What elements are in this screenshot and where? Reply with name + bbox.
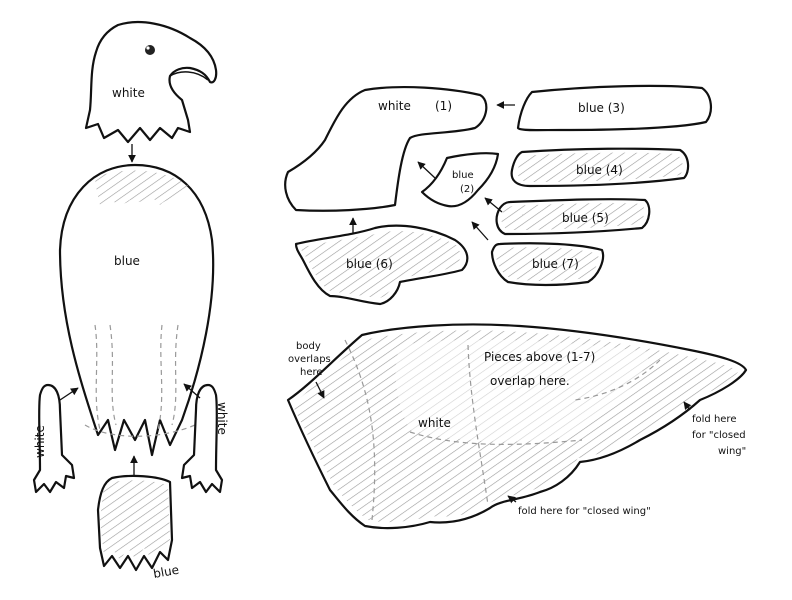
wing-piece-2: blue (2) [420,152,500,208]
wing-piece-5: blue (5) [495,198,651,236]
piece-2-to-1-arrow [417,161,436,179]
tail-piece: blue [96,474,180,581]
wing-piece-6: blue (6) [294,224,469,306]
fold-right-line-3: wing" [718,446,746,457]
eye-icon [145,45,155,55]
fold-right-arrow [683,401,692,411]
left-leg-arrow [59,387,79,401]
piece-6-label: blue (6) [346,257,393,271]
right-leg-label: white [215,402,229,435]
main-wing-piece: Pieces above (1-7) overlap here. white [286,323,748,530]
body-overlap-arrow [315,381,325,399]
fold-right-line-1: fold here [692,414,736,425]
piece-5-to-2-arrow [484,197,503,213]
body-label: blue [114,254,140,268]
right-leg-piece: white [180,383,229,494]
wing-label: white [418,416,451,430]
body-note-line-3: here [300,367,323,378]
wing-piece-1: white (1) [284,85,488,212]
piece-1-number: (1) [435,99,452,113]
fold-right-note: fold here for "closed wing" [683,401,746,457]
fold-bottom-note: fold here for "closed wing" [507,495,651,517]
wing-piece-4: blue (4) [510,147,690,188]
piece-3-label: blue (3) [578,101,625,115]
wing-note-line-2: overlap here. [490,374,570,388]
piece-4-label: blue (4) [576,163,623,177]
body-note-line-1: body [296,341,321,352]
head-label: white [112,86,145,100]
wing-piece-3: blue (3) [516,84,712,132]
body-overlap-note: body overlaps here [288,341,331,399]
fold-bottom-line: fold here for "closed wing" [518,506,651,517]
piece-7-to-2-arrow [471,221,489,241]
piece-2-label: blue [452,170,474,181]
piece-2-number: (2) [460,184,474,195]
tail-label: blue [152,563,180,581]
head-piece: white [84,21,218,144]
left-leg-piece: white [32,383,76,494]
fold-bottom-arrow [507,495,517,504]
right-leg-arrow [183,383,201,399]
piece-7-label: blue (7) [532,257,579,271]
wing-note-line-1: Pieces above (1-7) [484,350,595,364]
wing-piece-7: blue (7) [490,242,605,287]
left-leg-label: white [33,425,47,458]
piece-5-label: blue (5) [562,211,609,225]
fold-right-line-2: for "closed [692,430,746,441]
piece-1-label: white [378,99,411,113]
body-note-line-2: overlaps [288,354,331,365]
body-piece: blue [58,163,215,457]
